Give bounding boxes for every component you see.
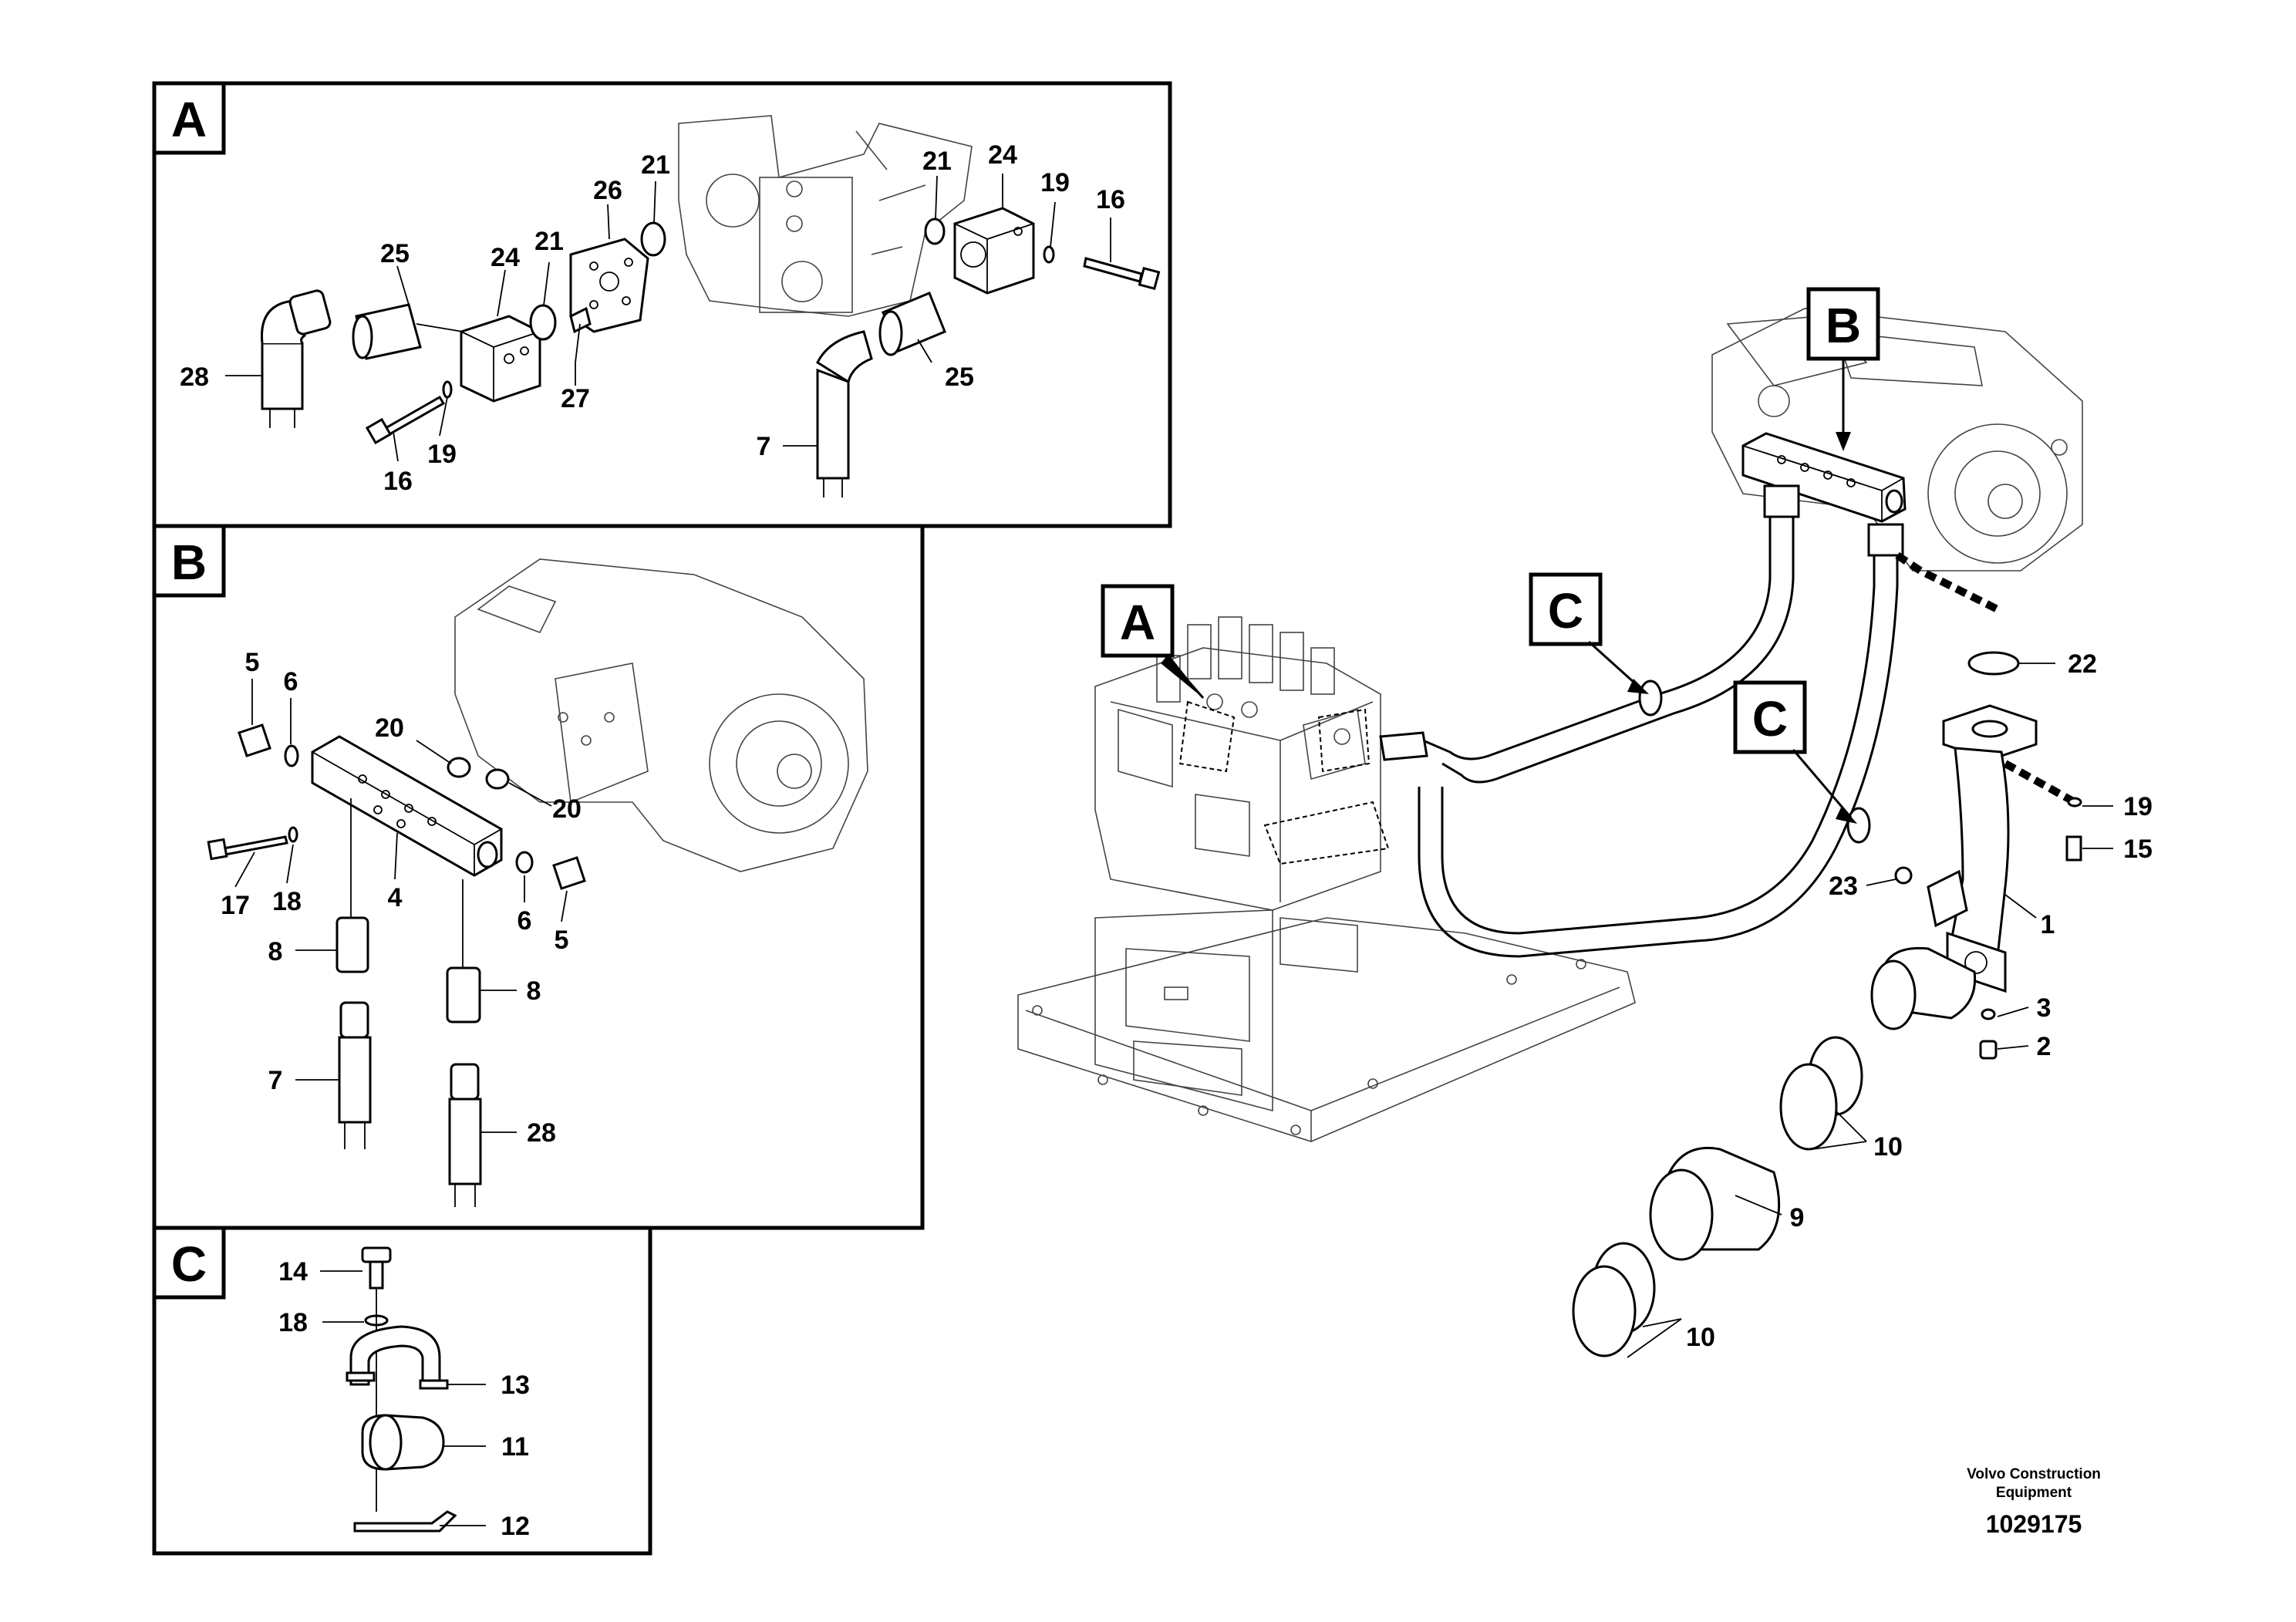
callout-b-8-right: 8 bbox=[527, 976, 541, 1006]
panel-b-tag-box bbox=[152, 524, 226, 598]
callout-b-6-right: 6 bbox=[518, 906, 532, 936]
callout-m-23: 23 bbox=[1829, 872, 1858, 901]
callout-m-3: 3 bbox=[2037, 993, 2052, 1023]
panel-c-tag-box bbox=[152, 1226, 226, 1300]
callout-m-15: 15 bbox=[2123, 835, 2153, 864]
drawing-number: 1029175 bbox=[1985, 1510, 2082, 1538]
callout-a-19-right: 19 bbox=[1040, 168, 1070, 197]
panel-b-tag: B bbox=[171, 534, 207, 590]
callout-a-21-top: 21 bbox=[641, 150, 670, 180]
panel-a-leaders bbox=[225, 174, 1111, 462]
callout-b-17: 17 bbox=[221, 891, 250, 920]
main-tag-c1-group bbox=[1529, 572, 1649, 694]
main-tag-c2-group bbox=[1733, 680, 1857, 824]
callout-a-28: 28 bbox=[180, 363, 209, 392]
callout-a-16-right: 16 bbox=[1096, 185, 1125, 214]
main-tag-b-group bbox=[1806, 287, 1880, 451]
callout-m-10-top: 10 bbox=[1873, 1132, 1903, 1162]
callout-c-12: 12 bbox=[501, 1512, 530, 1541]
panel-c-tag: C bbox=[171, 1236, 207, 1292]
callout-b-6-left: 6 bbox=[284, 667, 298, 696]
callout-a-19-left: 19 bbox=[427, 440, 457, 469]
callout-m-10-bottom: 10 bbox=[1686, 1323, 1715, 1352]
callout-m-1: 1 bbox=[2041, 910, 2055, 939]
callout-b-20-top: 20 bbox=[375, 713, 404, 743]
callout-b-4: 4 bbox=[388, 883, 403, 912]
panel-c-artwork bbox=[346, 1246, 457, 1533]
callout-m-19: 19 bbox=[2123, 792, 2153, 821]
main-tag-a-group bbox=[1101, 584, 1205, 699]
panel-c-leaders bbox=[320, 1270, 486, 1526]
callout-b-28: 28 bbox=[527, 1118, 556, 1148]
panel-a-tag: A bbox=[171, 92, 207, 147]
callout-m-2: 2 bbox=[2037, 1032, 2052, 1061]
main-tag-c1-box bbox=[1529, 572, 1603, 646]
main-tag-a-box bbox=[1101, 584, 1175, 658]
main-tag-c2: C bbox=[1752, 691, 1788, 747]
main-leaders bbox=[1627, 663, 2113, 1358]
callout-a-25-left: 25 bbox=[380, 239, 410, 268]
callout-b-5-right: 5 bbox=[555, 926, 569, 955]
panel-a-artwork bbox=[261, 115, 1161, 497]
callout-b-5-left: 5 bbox=[245, 648, 260, 677]
callout-m-9: 9 bbox=[1790, 1203, 1805, 1233]
company-name: Volvo Construction Equipment bbox=[1967, 1466, 2101, 1501]
callout-a-7: 7 bbox=[757, 432, 771, 461]
callout-a-21-right: 21 bbox=[922, 147, 952, 176]
main-tag-c2-box bbox=[1733, 680, 1807, 754]
callout-a-24-right: 24 bbox=[988, 140, 1017, 170]
panel-c-frame bbox=[152, 1226, 652, 1556]
callout-a-25-right: 25 bbox=[945, 363, 974, 392]
callout-a-26: 26 bbox=[593, 176, 622, 205]
callout-a-21-left: 21 bbox=[534, 227, 564, 256]
callout-c-11: 11 bbox=[501, 1432, 529, 1462]
main-assembly-artwork bbox=[1017, 308, 2083, 1357]
callout-a-16-left: 16 bbox=[383, 467, 413, 496]
panel-b-artwork bbox=[207, 558, 868, 1207]
panel-b-leaders bbox=[234, 679, 568, 1133]
callout-a-27: 27 bbox=[561, 384, 590, 413]
panel-a-tag-box bbox=[152, 81, 226, 155]
callout-c-13: 13 bbox=[501, 1371, 530, 1400]
main-tag-c1: C bbox=[1548, 583, 1583, 639]
callout-b-8-left: 8 bbox=[268, 937, 283, 966]
callout-b-18: 18 bbox=[272, 887, 302, 916]
callout-a-24-left: 24 bbox=[491, 243, 520, 272]
callout-c-18: 18 bbox=[278, 1308, 308, 1337]
callout-m-22: 22 bbox=[2068, 649, 2097, 679]
main-tag-b-box bbox=[1806, 287, 1880, 361]
main-tag-b: B bbox=[1826, 298, 1861, 353]
callout-c-14: 14 bbox=[278, 1257, 308, 1286]
callout-b-7: 7 bbox=[268, 1066, 283, 1095]
callout-b-20-bottom: 20 bbox=[552, 794, 582, 824]
main-tag-a: A bbox=[1120, 595, 1155, 650]
